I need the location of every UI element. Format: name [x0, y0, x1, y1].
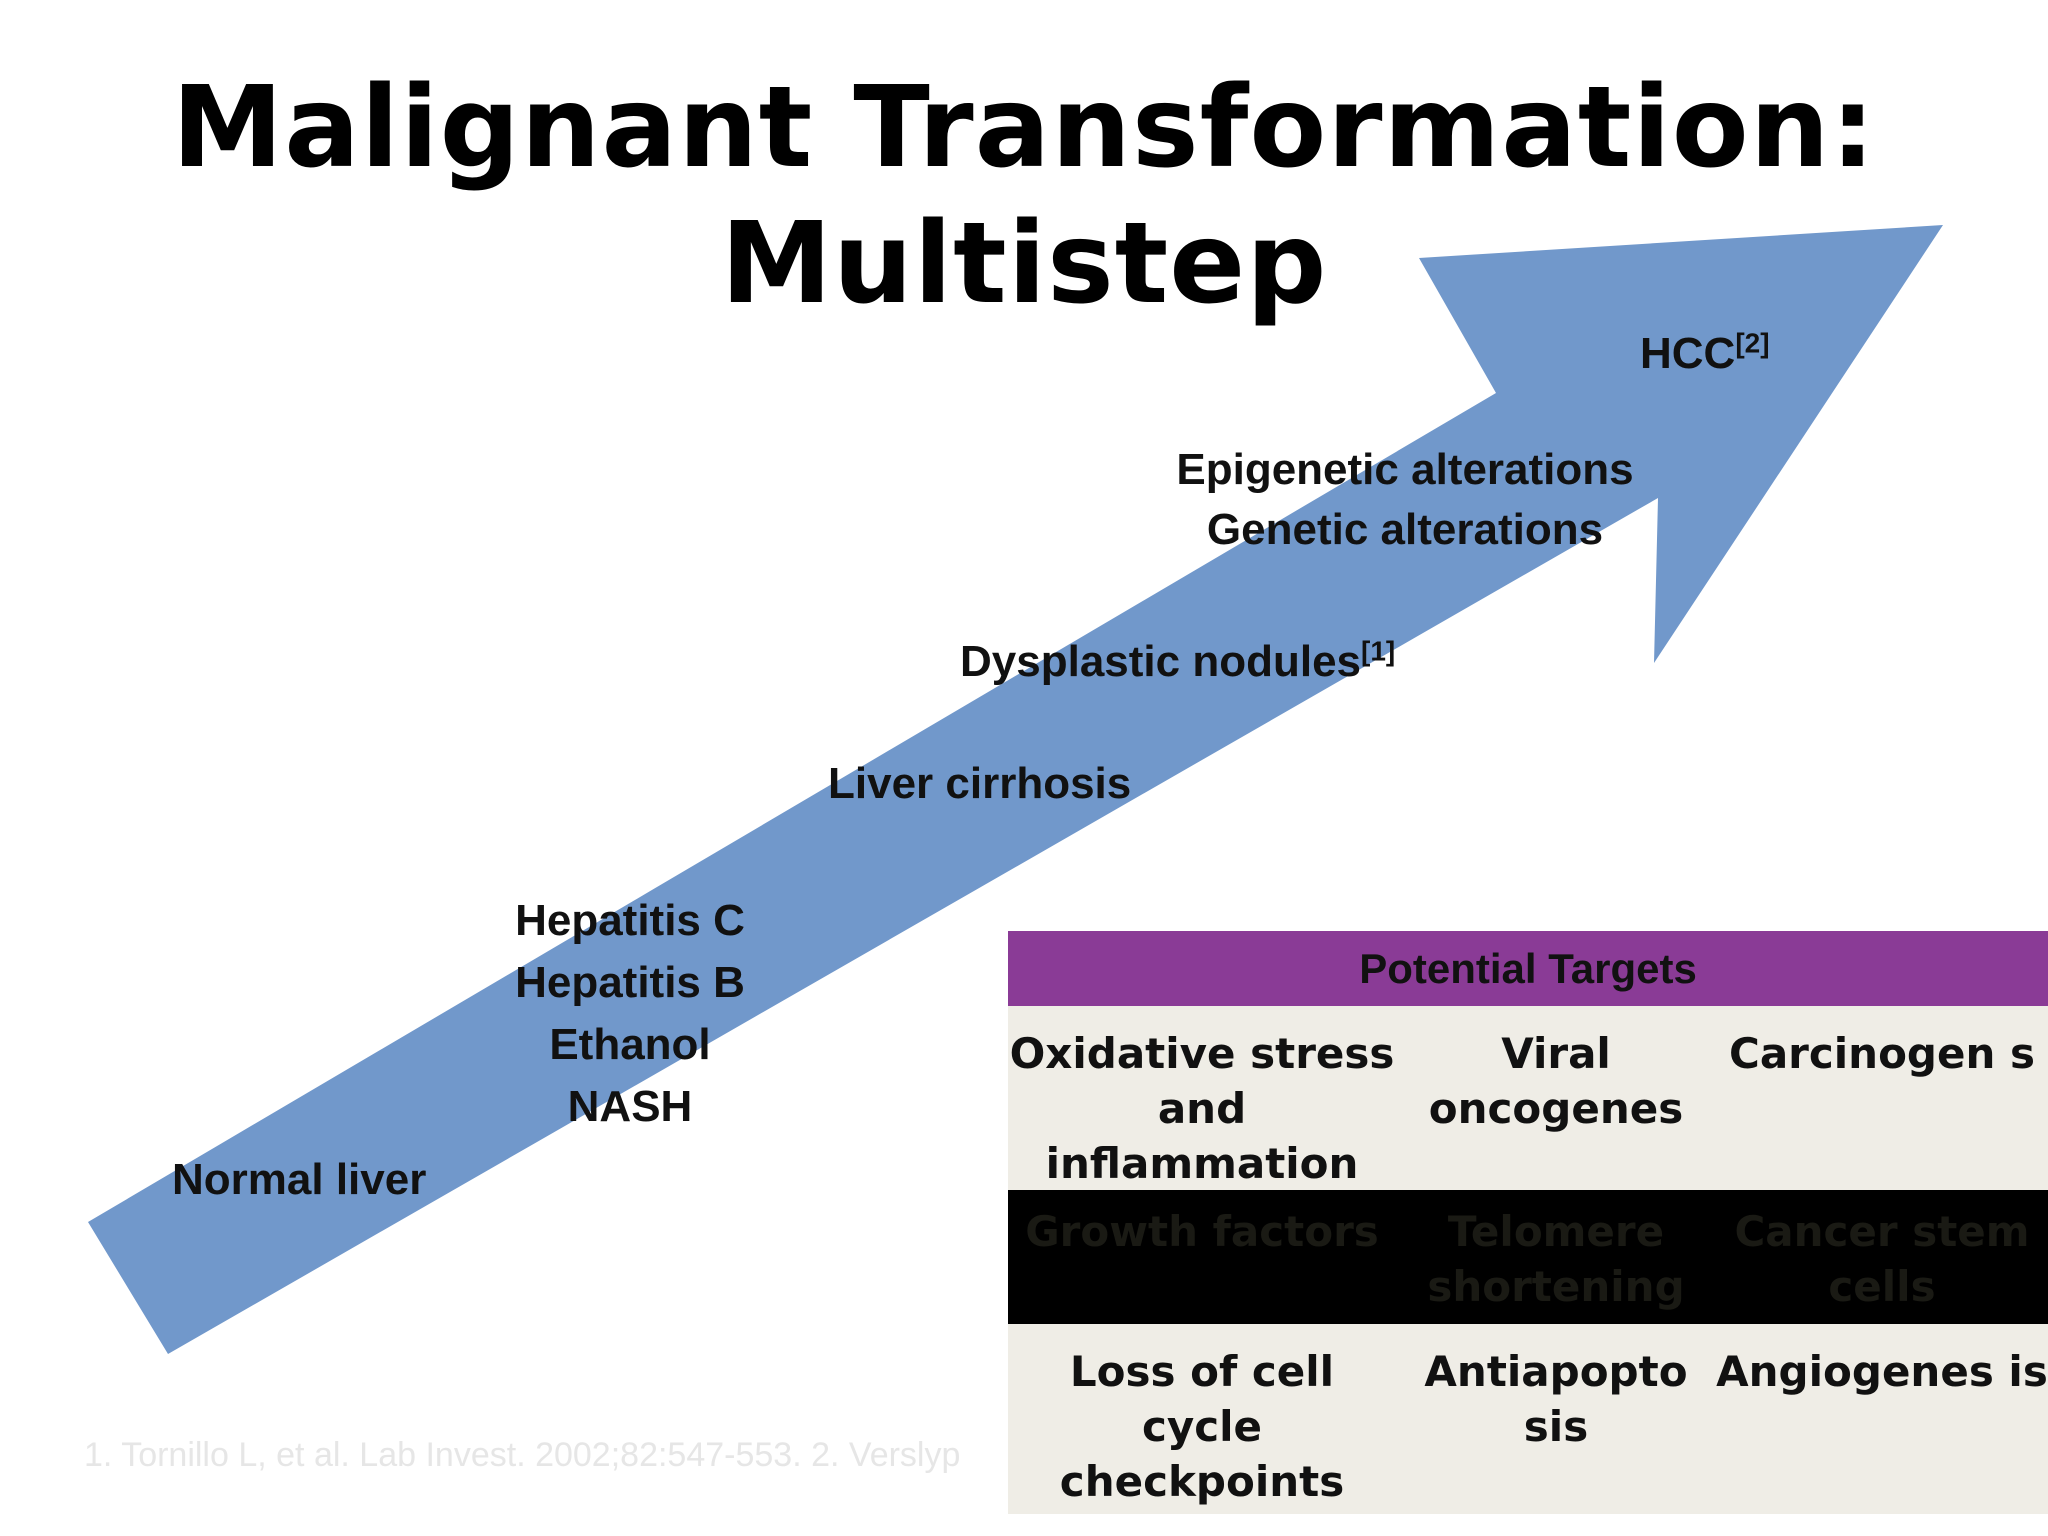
target-cell: Growth factors	[1025, 1207, 1379, 1256]
targets-row: Growth factors Telomere shortening Cance…	[1008, 1190, 2048, 1324]
potential-targets-table: Potential Targets Oxidative stress and i…	[1008, 931, 2048, 1514]
target-cell: Telomere shortening	[1427, 1207, 1685, 1311]
stage-dysplastic: Dysplastic nodules[1]	[960, 632, 1395, 692]
stage-hepatitis-b: Hepatitis B	[515, 958, 745, 1007]
stage-hepatitis-c: Hepatitis C	[515, 896, 745, 945]
stage-hcc: HCC[2]	[1640, 324, 1770, 384]
title-line-2: Multistep	[720, 199, 1328, 329]
target-cell: Antiapopto sis	[1424, 1347, 1688, 1451]
targets-row: Oxidative stress and inflammation Viral …	[1008, 1006, 2048, 1190]
stage-genetic: Genetic alterations	[1206, 505, 1604, 554]
stage-nash: NASH	[567, 1082, 693, 1131]
target-cell: Carcinogen s	[1729, 1029, 2035, 1078]
target-cell: Cancer stem cells	[1734, 1207, 2030, 1311]
stage-ethanol: Ethanol	[549, 1020, 711, 1069]
arrow-shape	[88, 225, 1943, 1354]
stage-epigenetic: Epigenetic alterations	[1176, 445, 1634, 494]
stage-dysplastic-ref: [1]	[1361, 635, 1396, 667]
slide-title: Malignant Transformation: Multistep	[0, 60, 2048, 332]
stage-hcc-label: HCC	[1640, 329, 1736, 378]
stage-cirrhosis: Liver cirrhosis	[828, 759, 1132, 808]
citation: 1. Tornillo L, et al. Lab Invest. 2002;8…	[84, 1436, 961, 1474]
targets-header: Potential Targets	[1008, 931, 2048, 1006]
target-cell: Angiogenes is	[1716, 1347, 2048, 1396]
stage-normal-liver: Normal liver	[172, 1155, 427, 1204]
stage-alterations: Epigenetic alterations Genetic alteratio…	[1140, 440, 1670, 560]
stage-causes: Hepatitis C Hepatitis B Ethanol NASH	[500, 890, 760, 1138]
target-cell: Oxidative stress and inflammation	[1009, 1029, 1395, 1188]
target-cell: Viral oncogenes	[1428, 1029, 1684, 1133]
stage-dysplastic-label: Dysplastic nodules	[960, 637, 1362, 686]
targets-row: Loss of cell cycle checkpoints Antiapopt…	[1008, 1324, 2048, 1514]
stage-hcc-ref: [2]	[1735, 327, 1770, 359]
target-cell: Loss of cell cycle checkpoints	[1059, 1347, 1345, 1506]
title-line-1: Malignant Transformation:	[171, 63, 1877, 193]
